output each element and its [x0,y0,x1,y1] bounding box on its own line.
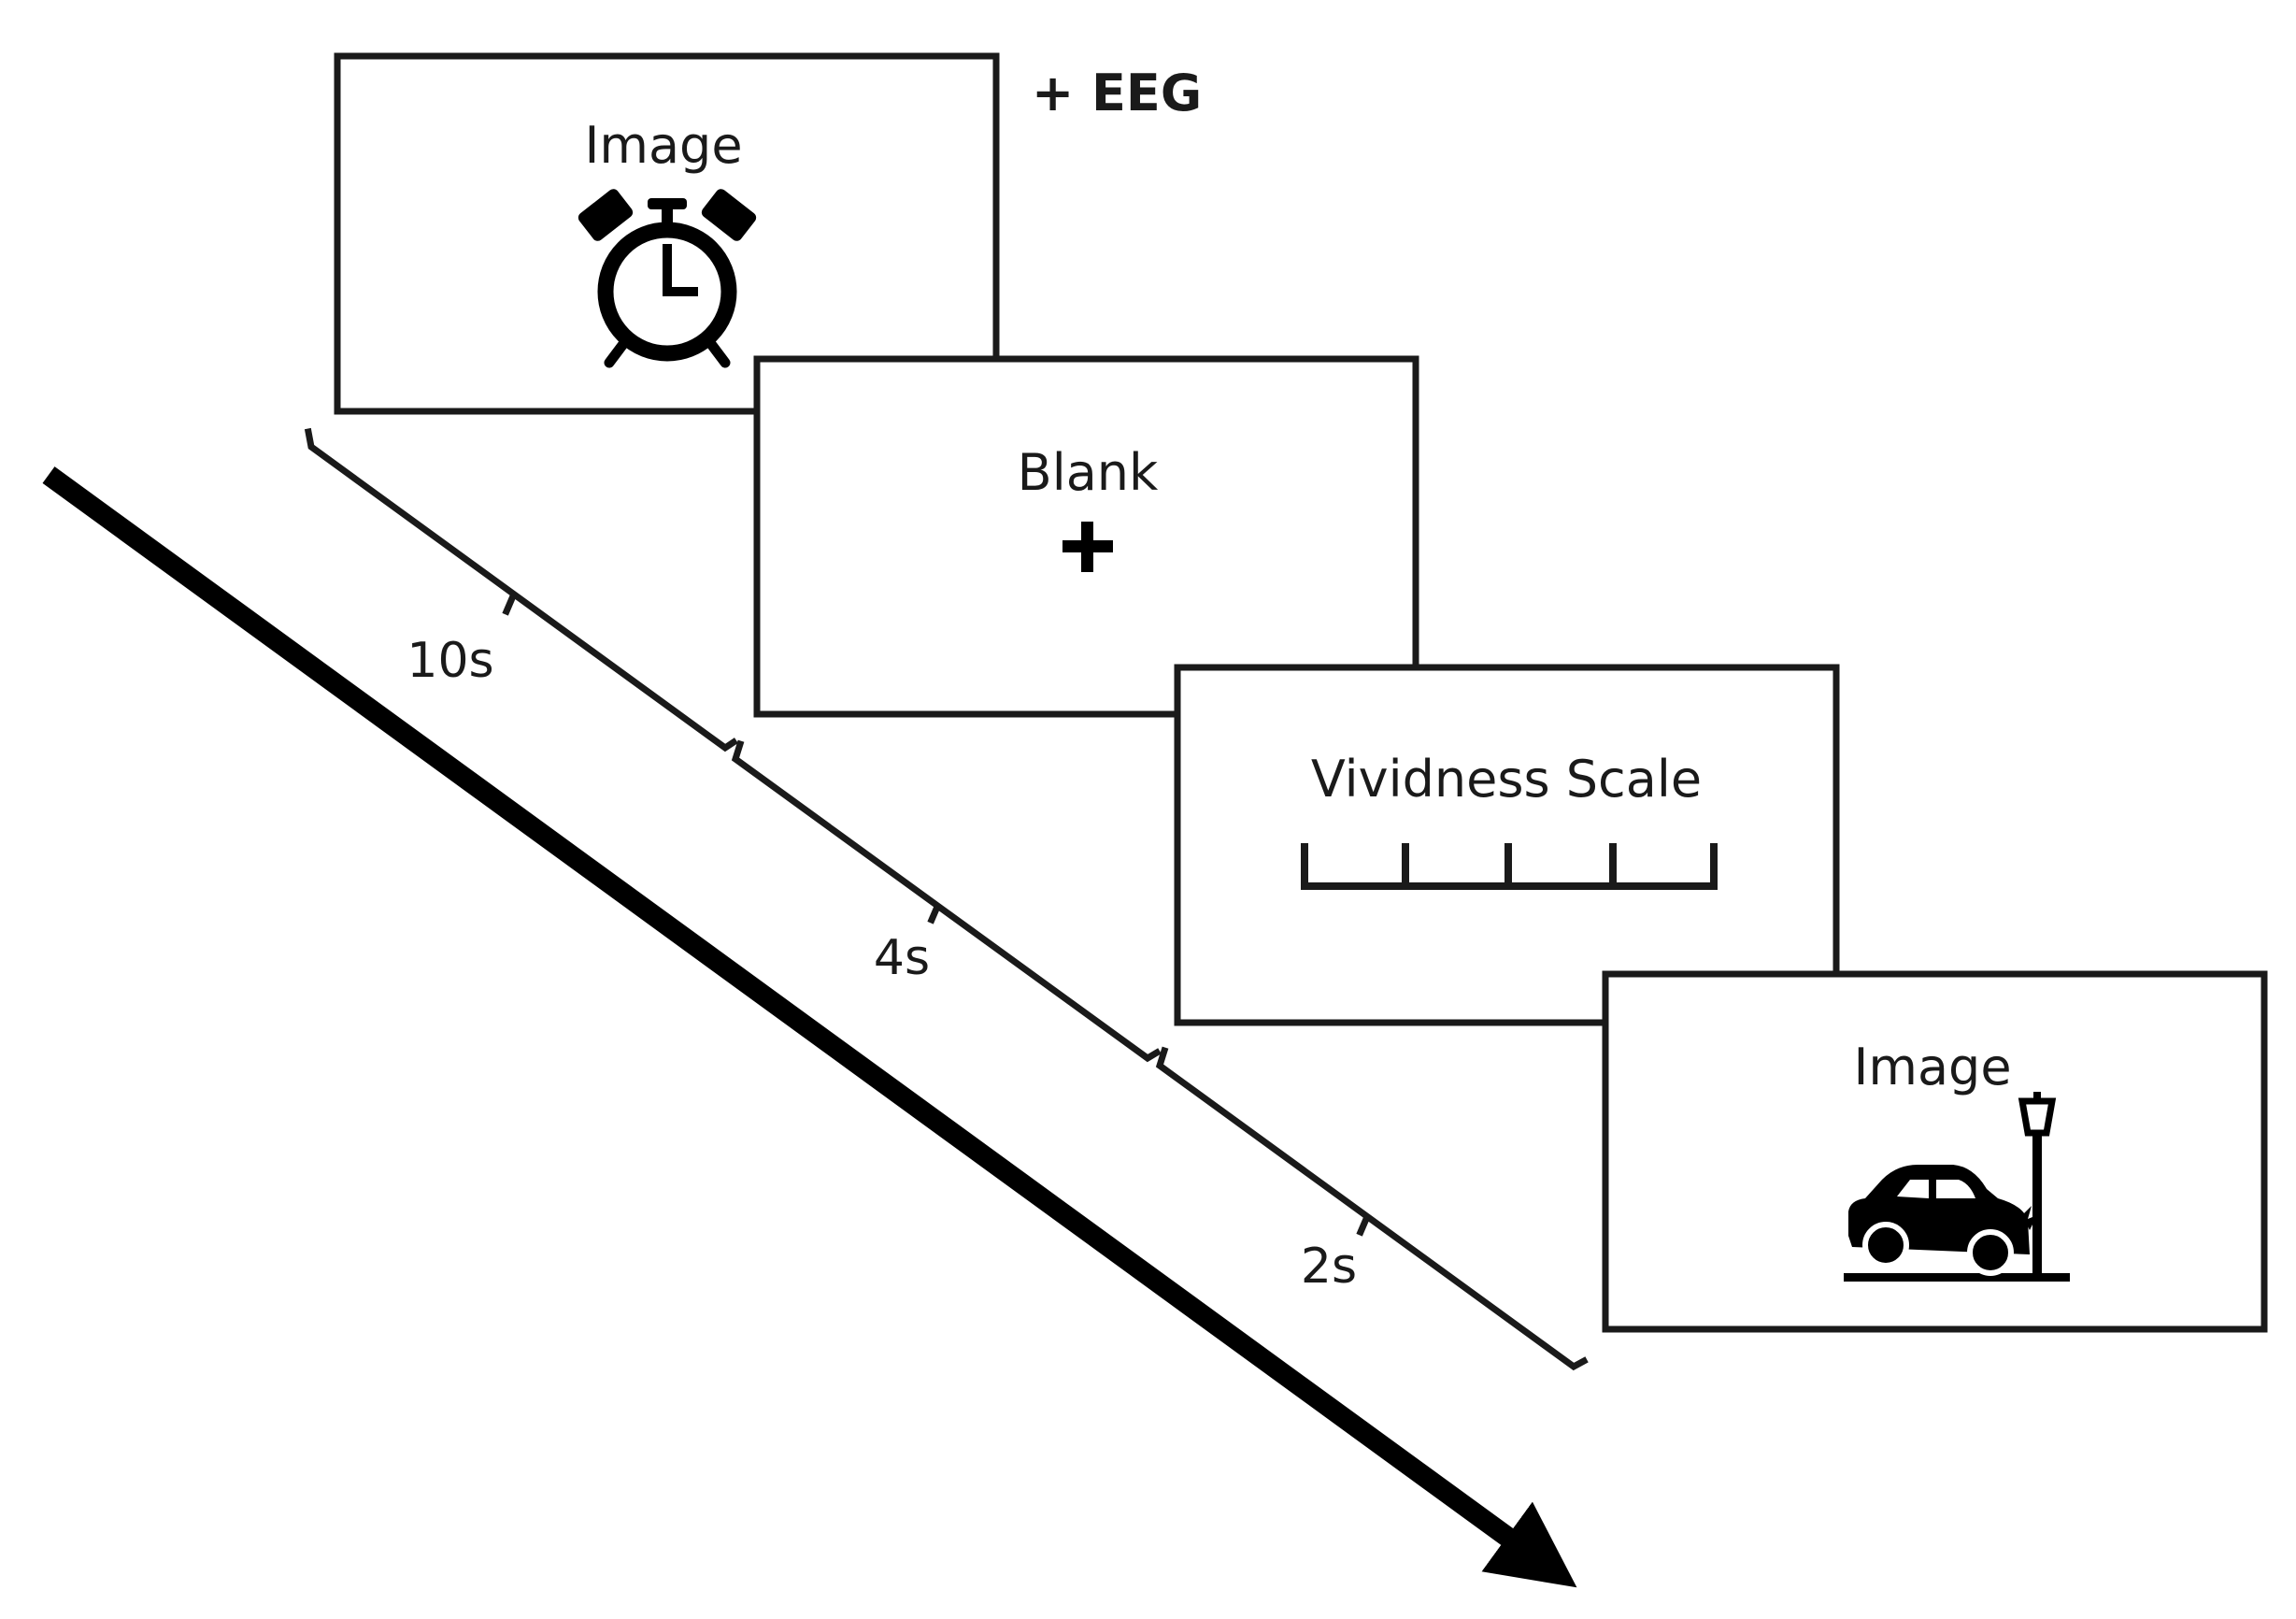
duration-bracket-2s [1155,1046,1589,1371]
alarm-clock-icon [578,189,757,368]
time-arrow [42,466,1577,1588]
screen-2-title: Blank [1018,443,1159,502]
duration-label-4s: 4s [874,930,930,986]
duration-bracket-10s [304,427,738,752]
fixation-cross-icon [1062,522,1113,572]
duration-label-2s: 2s [1301,1239,1357,1295]
screen-4-title: Image [1853,1038,2011,1096]
screen-1-image: Image [334,52,1000,415]
screen-3-vividness-scale: Vividness Scale [1174,664,1840,1026]
screen-4-image: Image [1602,970,2268,1333]
car-crash-icon [1844,1092,2070,1282]
screen-2-blank: Blank [753,355,1419,718]
duration-bracket-4s [731,739,1162,1063]
screen-3-title: Vividness Scale [1311,750,1702,809]
rating-scale-icon [1301,843,1718,890]
duration-label-10s: 10s [406,633,493,689]
screen-1-title: Image [584,116,742,175]
eeg-annotation: + EEG [1032,64,1202,122]
